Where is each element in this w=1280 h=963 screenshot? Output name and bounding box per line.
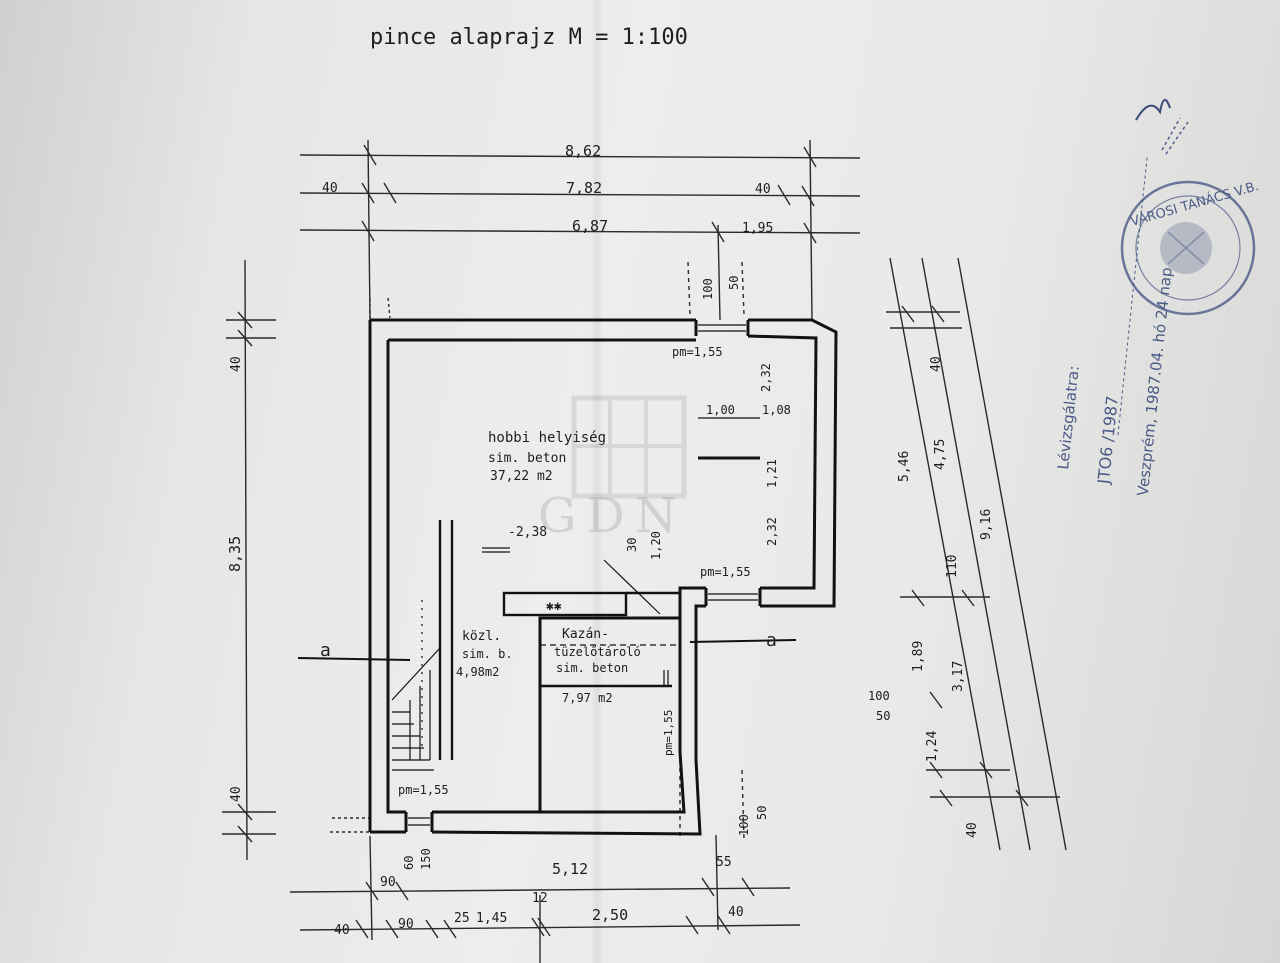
room-stair-floor: sim. b. [462, 647, 513, 661]
dim-top-opening-50: 50 [727, 276, 741, 290]
dim-right-124: 1,24 [925, 731, 940, 762]
dim-right-546: 5,46 [897, 451, 912, 482]
dim-2-32: 2,32 [759, 363, 773, 392]
dim-1-00: 1,00 [706, 403, 735, 417]
dim-bottom-90: 90 [380, 875, 396, 890]
room-hobby-name: hobbi helyiség [488, 430, 606, 446]
seal-text: VÁROSI TANÁCS V.B. [1129, 178, 1261, 230]
dim-left-bottom-40: 40 [229, 786, 244, 802]
dim-left-total: 8,35 [226, 536, 244, 572]
dim-left-opening-150: 150 [419, 848, 433, 870]
dim-right-916: 9,16 [979, 509, 994, 540]
room-boiler-area: 7,97 m2 [562, 691, 613, 705]
dim-bottom-row-25: 25 [454, 911, 470, 926]
section-cut-line [298, 640, 796, 660]
dim-left-opening-60: 60 [402, 856, 416, 870]
dim-right-40: 40 [929, 356, 944, 372]
dim-2-32b: 2,32 [765, 517, 779, 546]
watermark [574, 398, 684, 496]
stamp-tick-marks [1162, 118, 1188, 154]
dim-right-opening-50: 50 [876, 709, 890, 723]
room-boiler-name2: tüzelőtároló [554, 645, 641, 659]
stamp-header: Lévizsgálatra: [1054, 365, 1083, 471]
dim-bottom-row-40b: 40 [728, 905, 744, 920]
dim-right-110: 110 [945, 555, 960, 578]
room-stair-area: 4,98m2 [456, 665, 499, 679]
stair [392, 600, 440, 770]
dim-bottom-row-145: 1,45 [476, 911, 507, 926]
room-hobby-area: 37,22 m2 [490, 469, 553, 484]
pm-bottom: pm=1,55 [398, 783, 449, 797]
dim-1-21: 1,21 [765, 459, 779, 488]
dim-right-317: 3,17 [951, 661, 966, 692]
dim-bottom-512: 5,12 [552, 860, 588, 878]
dim-top-opening-100: 100 [701, 278, 715, 300]
dim-right-bottom-40: 40 [965, 822, 980, 838]
dim-top-a: 6,87 [572, 217, 608, 235]
pm-top: pm=1,55 [672, 345, 723, 359]
dim-top-left-40: 40 [322, 181, 338, 196]
dim-bottom-row-250: 2,50 [592, 906, 628, 924]
dim-top-mid: 7,82 [566, 179, 602, 197]
chimney-mark: ✱✱ [546, 599, 562, 614]
watermark-text: GDN [538, 488, 687, 544]
dim-right-189: 1,89 [911, 641, 926, 672]
dim-right-475: 4,75 [933, 439, 948, 470]
dim-bottom-opening-50: 50 [755, 806, 769, 820]
dim-top-overall: 8,62 [565, 142, 601, 160]
room-stair-name: közl. [462, 629, 501, 644]
dim-bottom-row-90: 90 [398, 917, 414, 932]
pm-side: pm=1,55 [662, 710, 675, 756]
signature-mark [1136, 100, 1170, 120]
dim-bottom-12: 12 [532, 891, 548, 906]
dim-top-b: 1,95 [742, 221, 773, 236]
plan-title: pince alaprajz M = 1:100 [370, 25, 688, 50]
room-boiler-name: Kazán- [562, 627, 609, 642]
approval-stamp: Lévizsgálatra: JTO6 /1987 Veszprém, 1987… [1052, 150, 1187, 497]
dim-top-right-40: 40 [755, 182, 771, 197]
dim-1-08: 1,08 [762, 403, 791, 417]
dim-bottom-55: 55 [716, 855, 732, 870]
room-hobby-floor: sim. beton [488, 451, 566, 466]
right-dimension-lines [886, 258, 1066, 850]
pm-mid: pm=1,55 [700, 565, 751, 579]
stamp-date: Veszprém, 1987.04. hó 24 nap [1134, 266, 1176, 496]
dim-bottom-row-40a: 40 [334, 923, 350, 938]
room-boiler-floor: sim. beton [556, 661, 628, 675]
dim-bottom-opening-100: 100 [737, 814, 751, 836]
dim-right-opening-100: 100 [868, 689, 890, 703]
section-label-left: a [320, 640, 331, 661]
stamp-number: JTO6 /1987 [1094, 395, 1122, 486]
dim-left-40: 40 [229, 356, 244, 372]
section-label-right: a [766, 630, 777, 651]
